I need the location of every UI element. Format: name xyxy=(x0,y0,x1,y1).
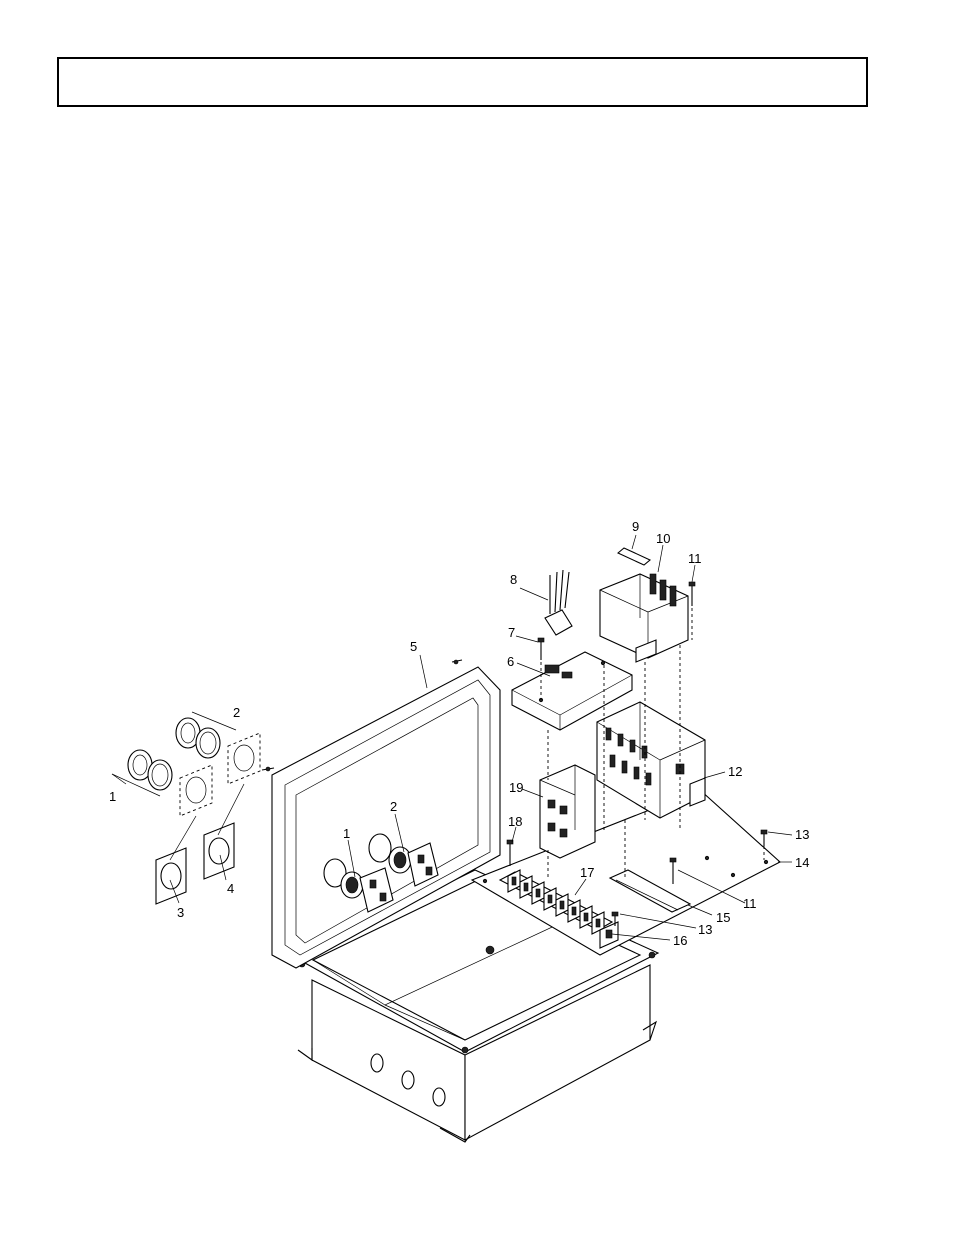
callout-17: 17 xyxy=(580,865,594,880)
callout-16: 16 xyxy=(673,933,687,948)
callout-3: 3 xyxy=(177,905,184,920)
callout-6: 6 xyxy=(507,654,514,669)
legend-plate-start xyxy=(204,823,234,879)
callout-11-bottom: 11 xyxy=(743,896,757,911)
callout-13-top: 13 xyxy=(795,827,809,842)
callout-2-mounted: 2 xyxy=(390,799,397,814)
callout-7: 7 xyxy=(508,625,515,640)
callout-5: 5 xyxy=(410,639,417,654)
callout-1-mounted: 1 xyxy=(343,826,350,841)
legend-plate-blank-right xyxy=(228,733,260,784)
callout-11-top: 11 xyxy=(688,551,702,566)
callout-13-bottom: 13 xyxy=(698,922,712,937)
callout-15: 15 xyxy=(716,910,730,925)
callout-9: 9 xyxy=(632,519,639,534)
wire-harness xyxy=(545,570,572,635)
callout-10: 10 xyxy=(656,531,670,546)
screw-13-top xyxy=(761,830,767,846)
callout-18: 18 xyxy=(508,814,522,829)
legend-plate-blank-left xyxy=(180,765,212,816)
screw-18 xyxy=(507,840,513,866)
transformer xyxy=(600,574,688,662)
lock-nut-pair-2 xyxy=(176,718,220,758)
screw-7 xyxy=(538,638,544,660)
callout-8: 8 xyxy=(510,572,517,587)
callout-4: 4 xyxy=(227,881,234,896)
reversing-contactor xyxy=(597,702,705,818)
callout-12: 12 xyxy=(728,764,742,779)
callout-2-loose: 2 xyxy=(233,705,240,720)
callout-14: 14 xyxy=(795,855,809,870)
fuse xyxy=(618,548,650,565)
legend-plate-stop xyxy=(156,848,186,904)
screw-11-top xyxy=(689,582,695,606)
callout-1-loose: 1 xyxy=(109,789,116,804)
callout-19: 19 xyxy=(509,780,523,795)
